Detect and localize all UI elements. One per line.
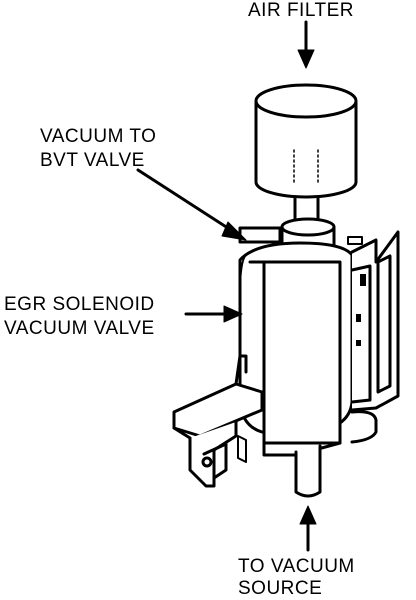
vacuum-source-port [294, 444, 322, 498]
air-filter-label: AIR FILTER [248, 0, 354, 21]
vacuum-source-label-line2: SOURCE [238, 578, 323, 599]
leader-lines [136, 20, 317, 552]
egr-solenoid-label-line1: EGR SOLENOID [4, 294, 155, 315]
egr-solenoid-label-line2: VACUUM VALVE [4, 318, 155, 339]
mounting-bracket-right [350, 230, 400, 444]
solenoid-body [238, 226, 363, 457]
vacuum-bvt-label-line1: VACUUM TO [40, 126, 157, 147]
vacuum-bvt-label-line2: BVT VALVE [40, 150, 145, 171]
vacuum-source-label-line1: TO VACUUM [238, 556, 355, 577]
connector-bracket [172, 354, 264, 488]
air-filter [254, 83, 358, 199]
